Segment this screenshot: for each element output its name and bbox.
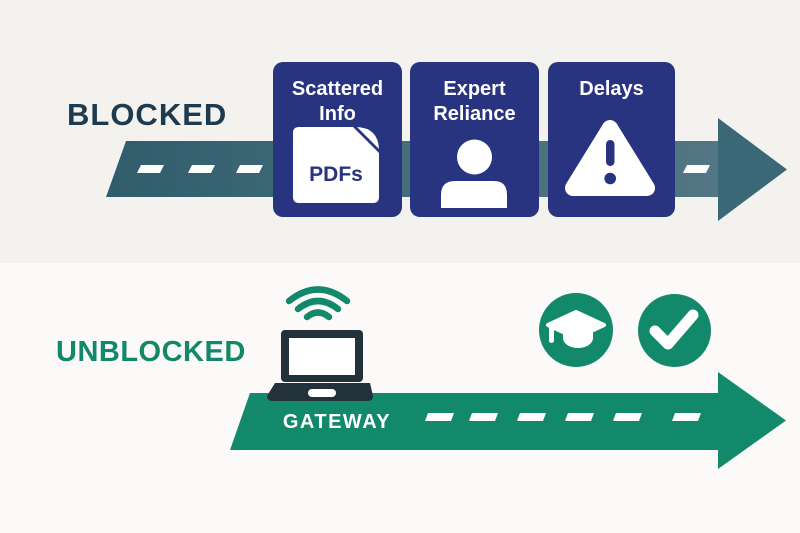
checkmark-icon: [649, 309, 699, 350]
card-title-line2: Info: [319, 103, 356, 125]
blocked-road-arrowhead-icon: [718, 118, 787, 221]
card-title: Scattered Info: [273, 62, 402, 127]
blocked-card-delays: Delays: [548, 62, 675, 217]
warning-triangle-icon: [565, 120, 655, 196]
blocked-card-expert-reliance: Expert Reliance: [410, 62, 539, 217]
card-title-line1: Expert: [443, 78, 506, 100]
card-title-line1: Delays: [579, 78, 644, 100]
unblocked-road: [230, 372, 786, 469]
blocked-card-scattered-info: Scattered Info PDFs: [273, 62, 402, 217]
laptop-icon: [267, 286, 373, 401]
card-title: Expert Reliance: [410, 62, 539, 127]
graduation-cap-icon: [546, 310, 606, 348]
card-title-line1: Scattered: [291, 78, 384, 100]
pdf-badge-label: PDFs: [309, 163, 363, 186]
laptop-touchpad: [308, 389, 336, 397]
wifi-icon: [285, 286, 351, 321]
unblocked-road-lane-dashes: [425, 413, 701, 421]
person-icon: [441, 139, 507, 208]
unblocked-heading: UNBLOCKED: [56, 336, 246, 368]
gateway-road-label: GATEWAY: [282, 411, 392, 433]
unblocked-road-shaft: [230, 393, 718, 450]
card-title: Delays: [548, 62, 675, 102]
blocked-heading: BLOCKED: [67, 97, 228, 132]
card-title-line2: Reliance: [433, 103, 516, 125]
success-badge: [638, 294, 711, 367]
laptop-screen-display: [289, 338, 355, 375]
blocked-road-lane-dashes: [137, 165, 710, 173]
pdf-document-icon: [293, 127, 379, 203]
graduation-badge: [539, 293, 613, 367]
gateway-laptop: [265, 275, 385, 405]
unblocked-road-arrowhead-icon: [718, 372, 786, 469]
